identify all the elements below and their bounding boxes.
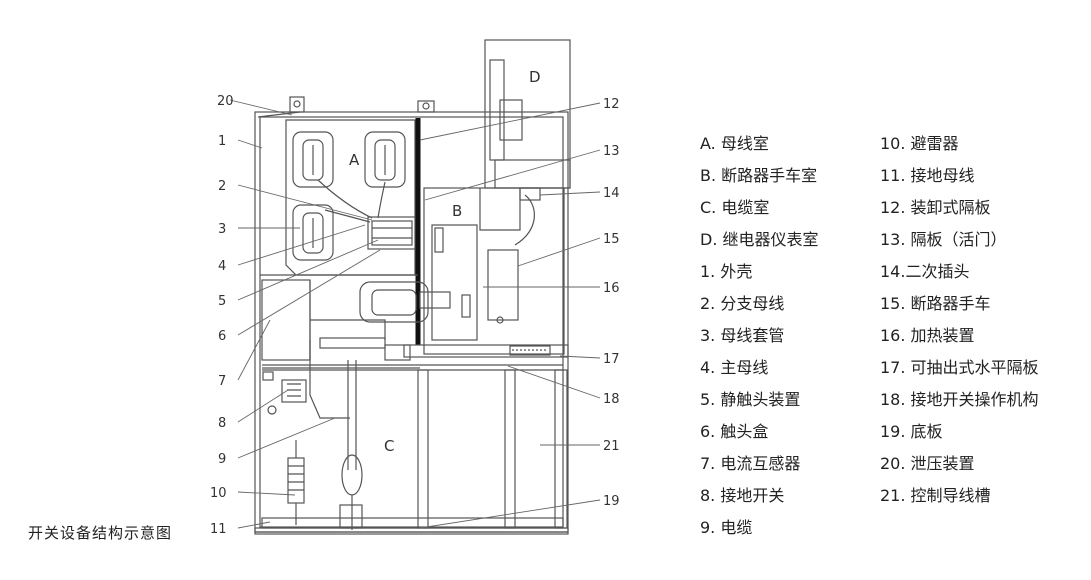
callout-13: 13	[603, 144, 620, 159]
legend-item: 12. 装卸式隔板	[880, 198, 991, 217]
callout-14: 14	[603, 186, 620, 201]
callout-1: 1	[218, 134, 226, 149]
legend-item: 4. 主母线	[700, 358, 769, 377]
legend-item: 11. 接地母线	[880, 166, 975, 185]
callout-21: 21	[603, 439, 620, 454]
callout-15: 15	[603, 232, 620, 247]
legend-item: A. 母线室	[700, 134, 769, 153]
callout-4: 4	[218, 259, 226, 274]
legend-item: 5. 静触头装置	[700, 390, 801, 409]
legend-right: 10. 避雷器 11. 接地母线 12. 装卸式隔板 13. 隔板（活门） 14…	[880, 131, 1039, 515]
zone-label-b: B	[452, 202, 462, 220]
legend-item: 15. 断路器手车	[880, 294, 991, 313]
callout-6: 6	[218, 329, 226, 344]
legend-item: 17. 可抽出式水平隔板	[880, 358, 1039, 377]
callout-20: 20	[217, 94, 234, 109]
legend-item: 18. 接地开关操作机构	[880, 390, 1039, 409]
callout-8: 8	[218, 416, 226, 431]
legend-item: 3. 母线套管	[700, 326, 785, 345]
zone-label-a: A	[349, 151, 360, 169]
legend-item: B. 断路器手车室	[700, 166, 818, 185]
legend-item: D. 继电器仪表室	[700, 230, 819, 249]
callout-5: 5	[218, 294, 226, 309]
legend-item: C. 电缆室	[700, 198, 770, 217]
legend-item: 8. 接地开关	[700, 486, 785, 505]
breaker-compartment-b	[359, 187, 569, 358]
legend-item: 10. 避雷器	[880, 134, 959, 153]
relay-compartment-d	[484, 39, 571, 189]
legend-item: 14.二次插头	[880, 262, 970, 281]
callout-12: 12	[603, 97, 620, 112]
callout-16: 16	[603, 281, 620, 296]
figure-caption: 开关设备结构示意图	[28, 524, 173, 542]
cable-compartment-c	[260, 274, 568, 530]
legend-item: 1. 外壳	[700, 262, 753, 281]
callout-18: 18	[603, 392, 620, 407]
callout-10: 10	[210, 486, 227, 501]
legend-item: 19. 底板	[880, 422, 943, 441]
callout-9: 9	[218, 452, 226, 467]
busbar-compartment-a	[285, 119, 417, 276]
enclosure	[254, 96, 569, 535]
callout-7: 7	[218, 374, 226, 389]
callout-19: 19	[603, 494, 620, 509]
callout-3: 3	[218, 222, 226, 237]
callout-leaders	[229, 99, 601, 529]
legend-item: 20. 泄压装置	[880, 454, 975, 473]
zone-label-c: C	[384, 437, 394, 455]
callout-17: 17	[603, 352, 620, 367]
legend-item: 21. 控制导线槽	[880, 486, 991, 505]
legend-left: A. 母线室 B. 断路器手车室 C. 电缆室 D. 继电器仪表室 1. 外壳 …	[700, 131, 819, 547]
callout-2: 2	[218, 179, 226, 194]
legend-item: 2. 分支母线	[700, 294, 785, 313]
callout-numbers: 20 1 2 3 4 5 6 7 8 9 10 11 12 13 14 15 1…	[210, 94, 620, 537]
callout-11: 11	[210, 522, 227, 537]
legend-item: 16. 加热装置	[880, 326, 975, 345]
legend-item: 6. 触头盒	[700, 422, 769, 441]
zone-label-d: D	[529, 68, 541, 86]
legend-item: 7. 电流互感器	[700, 454, 801, 473]
legend-item: 9. 电缆	[700, 518, 753, 537]
legend-item: 13. 隔板（活门）	[880, 230, 1007, 249]
